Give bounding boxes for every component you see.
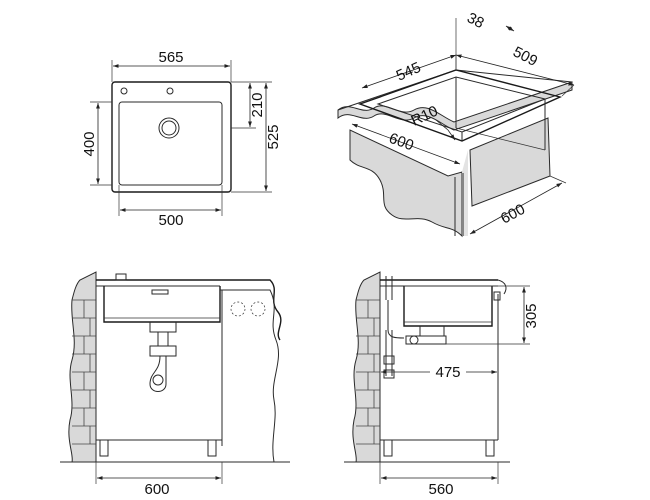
- front-countertop: [96, 279, 282, 341]
- dim-front-width-600: 600: [144, 481, 169, 498]
- top-view: 565 500 400 210 525: [81, 49, 282, 229]
- dim-rim-38: 38: [464, 9, 487, 32]
- dim-side-475: 475: [435, 364, 460, 381]
- dim-bowl-depth-400: 400: [81, 131, 98, 156]
- front-view: 600: [60, 271, 290, 498]
- front-tap-stub: [115, 273, 127, 281]
- dim-side-305: 305: [523, 303, 540, 328]
- front-wall-left: [68, 271, 97, 463]
- front-leg-left: [99, 439, 109, 457]
- front-leg-right: [207, 439, 217, 457]
- side-wall-left: [352, 271, 381, 463]
- side-siphon: [405, 335, 447, 345]
- tap-hole-left: [120, 87, 128, 95]
- front-bowl: [103, 286, 221, 323]
- front-overflow: [151, 289, 169, 295]
- dim-offset-210: 210: [249, 92, 266, 117]
- iso-view: 38 545 509 R10 600 600: [337, 9, 575, 238]
- dim-bowl-width-500: 500: [158, 212, 183, 229]
- drain-outer: [158, 117, 180, 139]
- tap-hole-right: [166, 87, 174, 95]
- dim-width-565: 565: [158, 49, 183, 66]
- side-leg-right: [485, 439, 495, 457]
- side-leg-left: [383, 439, 393, 457]
- dim-depth-525: 525: [265, 124, 282, 149]
- dim-radius-r10: R10: [409, 103, 441, 130]
- iso-countertop: [337, 81, 573, 131]
- side-view: 305 475 560: [344, 271, 540, 498]
- bowl-outline-top: [118, 101, 223, 186]
- iso-wall-right: [469, 117, 551, 207]
- dim-inner-width-509: 509: [510, 43, 540, 70]
- sink-outline-top: [111, 81, 232, 193]
- drain-inner: [161, 120, 177, 136]
- side-bowl: [403, 286, 493, 327]
- dim-side-560: 560: [428, 481, 453, 498]
- front-siphon: [149, 355, 167, 392]
- dim-inner-length-545: 545: [394, 59, 424, 85]
